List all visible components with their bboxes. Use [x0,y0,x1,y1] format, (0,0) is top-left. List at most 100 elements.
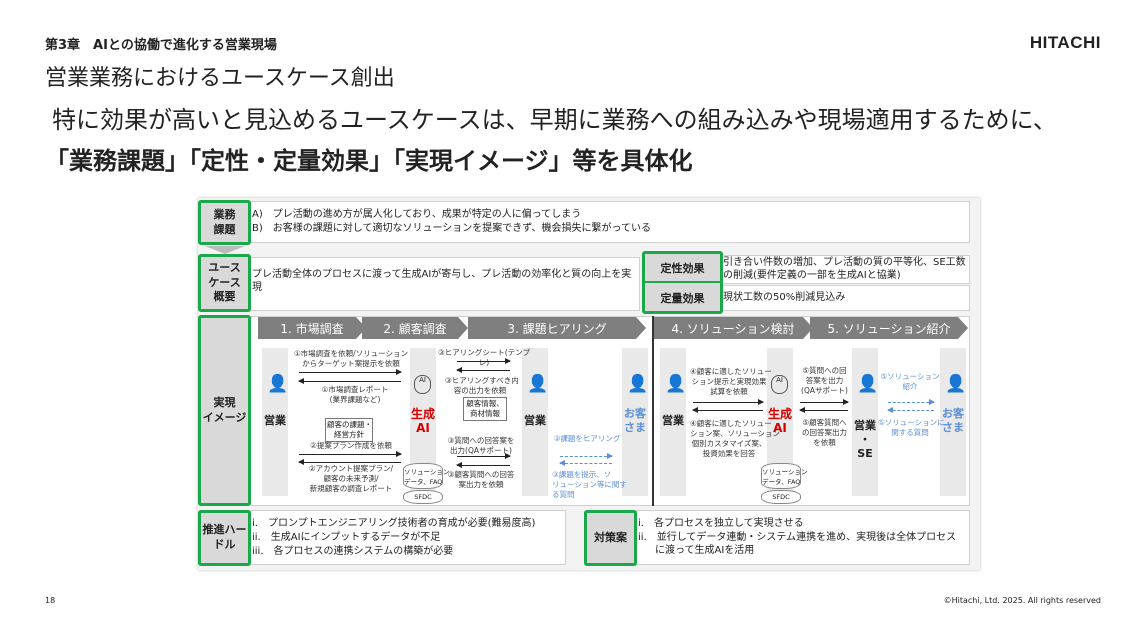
actor-customer: お客 さま [624,407,646,434]
actor-sales-se: 営業 ・ SE [854,419,876,460]
qualitative-box [720,255,970,284]
arrow-right [693,399,764,405]
issue-a: A) プレ活動の進め方が属人化しており、成果が特定の人に偏ってしまう [252,209,582,220]
qualitative-label: 定性効果 [645,255,720,283]
phase-3: 3. 課題ヒアリング [468,317,646,339]
qualitative-text: 引き合い件数の増加、プレ活動の質の平等化、SE工数の削減(要件定義の一部を生成A… [723,257,966,281]
arrow-right [457,453,511,459]
actor-sales: 営業 [264,414,286,427]
arrow-left [456,462,510,468]
ai-brain-icon: AI [771,375,788,394]
flow-m2-response: ②アカウント提案プラン/ 顧客の未来予測/ 新規顧客の調査レポート [308,464,394,493]
measures-label: 対策案 [584,510,637,566]
quantitative-box [720,285,970,311]
dashed-arrow-left [559,460,612,466]
hurdle-1: i. プロンプトエンジニアリング技術者の育成が必要(難易度高) [252,518,536,529]
page-title: 営業業務におけるユースケース創出 [45,66,395,91]
document-icon: 顧客の課題・ 経営方針 [325,418,373,442]
arrow-left [456,367,510,373]
flow-m3-customer: ③課題を提示、ソ リューション等に関す る質問 [552,470,627,499]
flow-m3-sheet: ③ヒアリングシート(テンプレ) [438,348,530,367]
flow-m5-customer: ⑤ソリューションに 関する質問 [878,418,945,437]
salesperson-icon: 👤 [267,374,289,394]
lane-sales-3 [660,348,686,496]
salesperson-icon: 👤 [527,374,549,394]
copyright: ©Hitachi, Ltd. 2025. All rights reserved [943,596,1101,605]
phase-1: 1. 市場調査 [258,317,366,339]
salesperson-icon: 👤 [665,374,687,394]
dashed-arrow-right [888,399,935,405]
hitachi-logo: HITACHI [1029,33,1101,52]
arrow-right [800,399,849,405]
flow-m3-qa: ③質問への回答案を 出力(QAサポート) [447,436,515,455]
flow-m3-request: ③ヒアリングすべき内 容の出力を依頼 [445,376,519,395]
hurdle-2: ii. 生成AIにインプットするデータが不足 [252,532,441,543]
customer-icon: 👤 [945,374,967,394]
db-sfdc: SFDC [403,490,443,504]
issues-label: 業務 課題 [198,200,251,245]
arrow-right [299,451,402,457]
headline-line2: 「業務課題」「定性・定量効果」「実現イメージ」等を具体化 [45,147,693,175]
db-solution-data: ソリューション データ、FAQ [761,463,807,489]
section-divider [652,316,654,506]
usecase-text: プレ活動全体のプロセスに渡って生成AIが寄与し、プレ活動の効率化と質の向上を実現 [252,269,632,293]
hurdles-box [250,510,566,565]
hurdle-3: iii. 各プロセスの連携システムの構築が必要 [252,546,454,557]
flow-m3-ask: ③顧客質問への回答 案出力を依頼 [447,470,515,489]
actor-sales: 営業 [524,414,546,427]
flow-m1-request: ①市場調査を依頼/ソリューションからターゲット案提示を依頼 [293,349,409,368]
quantitative-label: 定量効果 [645,284,720,311]
db-solution-data: ソリューション データ、FAQ [403,463,449,489]
arrow-left [298,378,401,384]
actor-customer: お客 さま [942,407,964,434]
arrow-left [692,407,763,413]
flow-m4-response: ④顧客に適したソリュー ション案、ソリューション 個別カスタマイズ案、 投資効果… [690,419,780,458]
issues-box [250,201,970,243]
quantitative-text: 現状工数の50%削減見込み [723,292,846,303]
lane-sales-1 [262,348,288,496]
salesperson-icon: 👤 [857,374,879,394]
down-arrow-icon [205,246,245,254]
flow-m4-request: ④顧客に適したソリュー ション提示と実現効果 試算を依頼 [690,367,772,396]
measures-box [636,510,970,565]
lane-customer-2 [940,348,966,496]
image-label: 実現 イメージ [198,315,251,506]
measure-2: ii. 並行してデータ連動・システム連携を進め、実現後は全体プロセスに渡って生成… [638,532,957,556]
usecase-box [250,257,640,311]
arrow-right [299,369,402,375]
page-number: 18 [45,596,56,605]
arrow-left [799,407,848,413]
phase-5: 5. ソリューション紹介 [810,317,968,339]
arrow-left [298,459,401,465]
lane-sales-se [852,348,878,496]
hurdles-label: 推進ハー ドル [198,510,251,566]
db-sfdc: SFDC [761,490,801,504]
chapter-label: 第3章 AIとの協働で進化する営業現場 [45,38,277,53]
actor-genai: 生成 AI [767,407,792,435]
lane-sales-2 [522,348,548,496]
actor-genai: 生成 AI [410,407,435,435]
headline-line1: 特に効果が高いと見込めるユースケースは、早期に業務への組み込みや現場適用するため… [52,106,1057,134]
phase-4: 4. ソリューション検討 [653,317,813,339]
actor-sales: 営業 [662,414,684,427]
dashed-arrow-left [887,407,934,413]
flow-m1-response: ①市場調査レポート (業界課題など) [321,385,389,404]
document-icon: 顧客情報、 商材情報 [463,397,507,421]
image-box [250,316,970,506]
flow-m5-intro: ⑤ソリューション 紹介 [880,372,940,391]
ai-brain-icon: AI [414,375,431,394]
phase-2: 2. 顧客調査 [362,317,468,339]
measure-1: i. 各プロセスを独立して実現させる [638,518,804,529]
customer-icon: 👤 [627,374,649,394]
flow-m3-hearing: ③課題をヒアリング [553,434,621,443]
flow-m2-request: ②提案プラン作成を依頼 [310,441,392,450]
usecase-label: ユース ケース 概要 [198,254,251,312]
flow-m5-ask: ⑤顧客質問へ の回答案出力 を依頼 [802,418,847,447]
flow-m5-qa: ⑤質問への回 答案を出力 (QAサポート) [801,366,848,395]
dashed-arrow-right [560,453,613,459]
arrow-right [457,358,511,364]
lane-customer-1 [622,348,648,496]
issue-b: B) お客様の課題に対して適切なソリューションを提案できず、機会損失に繋がってい… [252,223,652,234]
